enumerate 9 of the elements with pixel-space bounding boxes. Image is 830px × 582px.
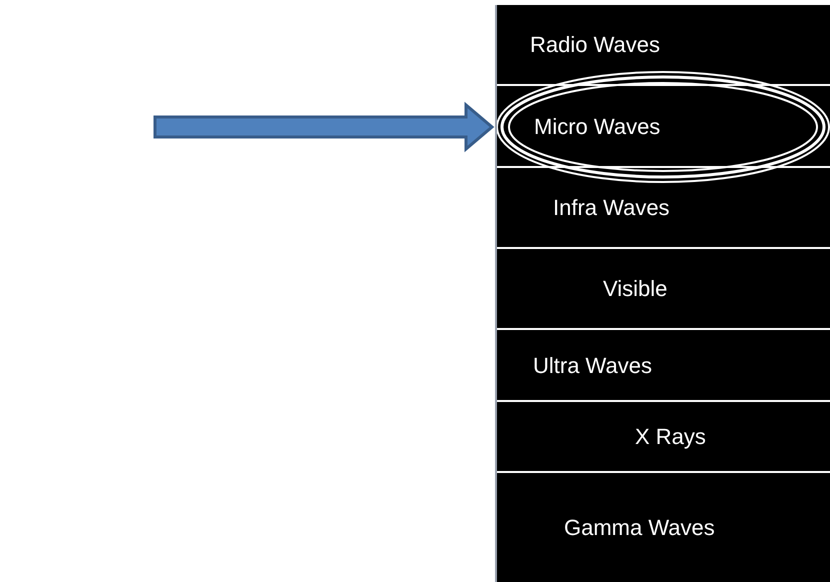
band-label: Gamma Waves [564, 514, 715, 542]
band-label: Visible [603, 275, 668, 303]
band-label: X Rays [635, 423, 706, 451]
band-label: Infra Waves [553, 194, 670, 222]
band-label: Radio Waves [530, 31, 660, 59]
band-label: Micro Waves [534, 112, 660, 140]
block-arrow [154, 102, 494, 152]
spectrum-column [495, 5, 830, 582]
band-label: Ultra Waves [533, 352, 652, 380]
